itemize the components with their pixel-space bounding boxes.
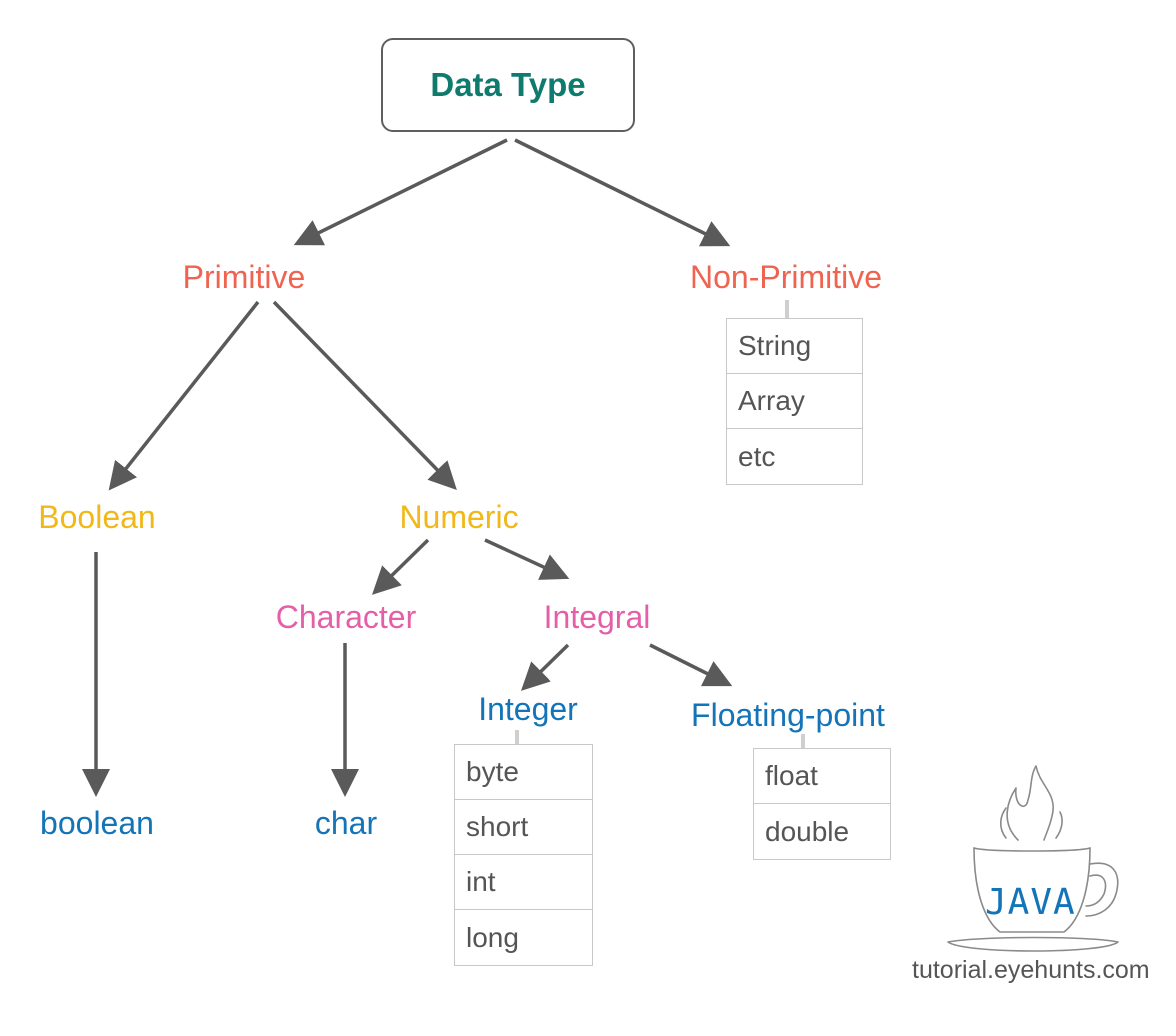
floating-point-label: Floating-point — [691, 697, 885, 733]
arrow-datatype-primitive — [293, 138, 508, 246]
list-item: short — [455, 800, 592, 855]
character-label: Character — [275, 599, 417, 635]
integer-connector — [515, 730, 519, 750]
primitive-label: Primitive — [182, 259, 306, 295]
list-item: int — [455, 855, 592, 910]
list-item: String — [727, 319, 862, 374]
floating-point-list: float double — [753, 748, 891, 860]
boolean-label: Boolean — [38, 499, 156, 535]
java-logo-text: JAVA — [985, 882, 1076, 923]
root-label: Data Type — [430, 66, 586, 103]
arrow-numeric-character — [372, 538, 430, 595]
arrow-primitive-numeric — [272, 300, 457, 491]
list-item: double — [765, 815, 850, 847]
arrow-primitive-boolean — [108, 300, 260, 491]
root-node: Data Type — [381, 38, 635, 132]
integer-label: Integer — [478, 691, 578, 727]
arrow-datatype-nonprimitive — [514, 138, 731, 247]
non-primitive-connector — [785, 300, 789, 320]
arrow-numeric-integral — [484, 538, 570, 580]
integral-label: Integral — [543, 599, 651, 635]
boolean-type-label: boolean — [40, 805, 154, 841]
list-item: Array — [727, 374, 862, 429]
integer-list: byte short int long — [454, 744, 593, 966]
non-primitive-list: String Array etc — [726, 318, 863, 485]
arrow-integral-floating — [649, 643, 733, 687]
arrow-integral-integer — [520, 643, 570, 691]
non-primitive-label: Non-Primitive — [689, 259, 883, 295]
list-item: etc — [738, 440, 776, 472]
list-item: byte — [455, 745, 592, 800]
numeric-label: Numeric — [399, 499, 519, 535]
floating-point-connector — [801, 734, 805, 754]
watermark-text: tutorial.eyehunts.com — [912, 956, 1150, 984]
java-cup-icon — [947, 765, 1119, 952]
list-item: long — [466, 921, 519, 953]
char-type-label: char — [314, 805, 378, 841]
list-item: float — [754, 749, 890, 804]
